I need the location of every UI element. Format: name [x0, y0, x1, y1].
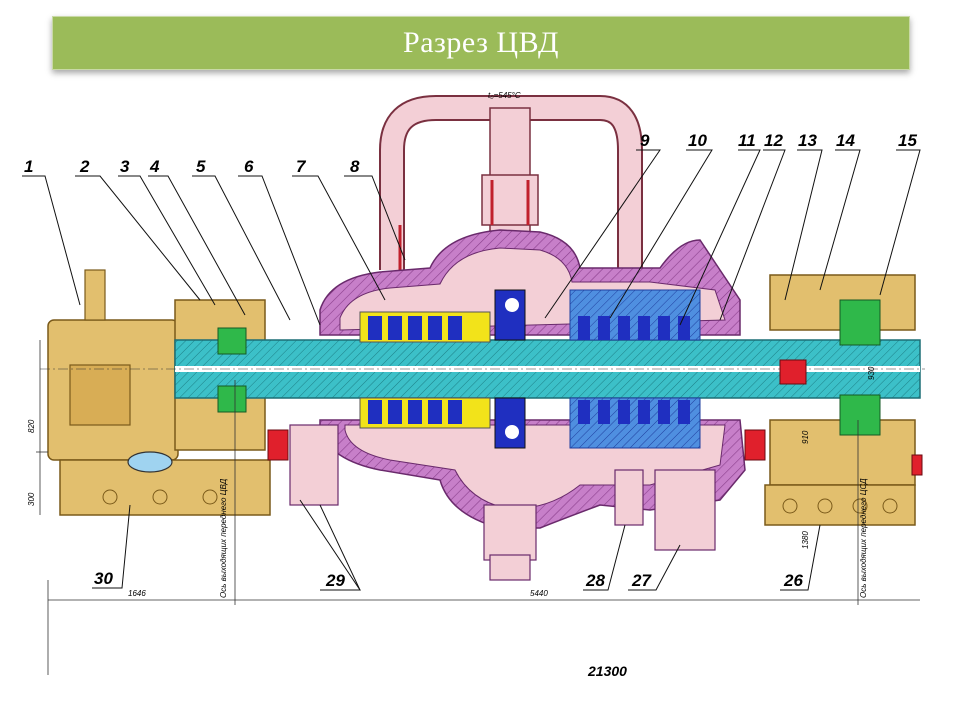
axis-label-left: Ось выходящих переднего ЦВД	[219, 478, 228, 598]
blade-stages-upper	[359, 289, 701, 343]
callout-6: 6	[244, 157, 254, 176]
steam-temperature-label: t₀=545°C	[488, 91, 521, 100]
control-stage	[494, 289, 526, 449]
dimension-820: 820	[27, 419, 36, 433]
dimension-1380: 1380	[801, 531, 810, 549]
callout-12: 12	[764, 131, 783, 150]
callout-1: 1	[24, 157, 33, 176]
callout-11: 11	[738, 131, 756, 150]
callout-30: 30	[94, 569, 113, 588]
callout-4: 4	[149, 157, 160, 176]
axis-label-right: Ось выходящих переднего ЦСД	[859, 478, 868, 598]
callout-13: 13	[798, 131, 817, 150]
callout-27: 27	[631, 571, 652, 590]
blade-stages-lower	[359, 397, 701, 449]
dimension-910: 910	[801, 430, 810, 444]
dimension-930: 930	[867, 366, 876, 380]
dimension-lines	[36, 340, 920, 675]
callout-7: 7	[296, 157, 307, 176]
overall-dimension: 21300	[587, 663, 627, 679]
steam-loop-pipe	[379, 95, 643, 270]
callout-2: 2	[79, 157, 90, 176]
callout-29: 29	[325, 571, 345, 590]
callout-14: 14	[836, 131, 855, 150]
callout-10: 10	[688, 131, 707, 150]
callout-8: 8	[350, 157, 360, 176]
callout-3: 3	[120, 157, 130, 176]
green-bearing-elements	[217, 299, 881, 436]
callout-28: 28	[585, 571, 605, 590]
callout-15: 15	[898, 131, 917, 150]
title-bar: Разрез ЦВД	[52, 16, 910, 70]
dimension-5440: 5440	[530, 589, 548, 598]
callout-leaders	[22, 149, 921, 591]
rear-bearing-housing	[764, 274, 916, 526]
callout-9: 9	[640, 131, 650, 150]
page-title: Разрез ЦВД	[403, 26, 559, 59]
dimension-1646: 1646	[128, 589, 146, 598]
dimension-300: 300	[27, 492, 36, 506]
callout-26: 26	[783, 571, 803, 590]
callout-5: 5	[196, 157, 206, 176]
red-parts	[267, 359, 923, 476]
